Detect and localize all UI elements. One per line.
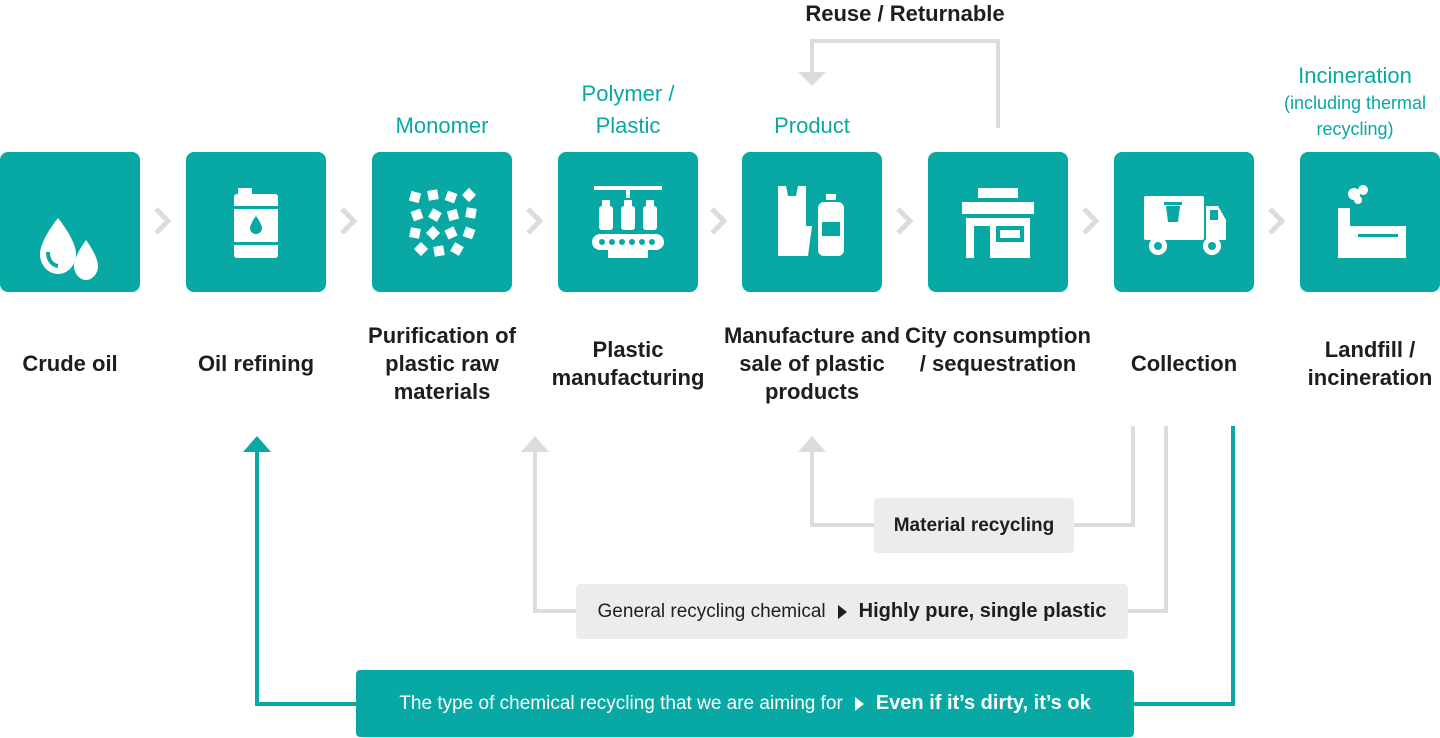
general-recycling-arrowhead bbox=[521, 436, 549, 452]
stage-box-crude-oil bbox=[0, 152, 140, 292]
reuse-loop-line bbox=[810, 39, 1000, 128]
top-label-polymer-text: Polymer / Plastic bbox=[581, 81, 675, 138]
stage-name-collection: Collection bbox=[1130, 351, 1238, 376]
aim-recycling-bold: Even if it’s dirty, it’s ok bbox=[875, 692, 1091, 714]
chevron-right-icon bbox=[1082, 207, 1100, 235]
stage-box-products bbox=[742, 152, 882, 292]
reuse-arrowhead bbox=[798, 72, 826, 86]
oil-drops-icon bbox=[40, 218, 98, 280]
stage-name-landfill: Landfill / incineration bbox=[1275, 336, 1440, 392]
play-triangle-icon bbox=[854, 696, 864, 711]
general-recycling-bold: Highly pure, single plastic bbox=[858, 600, 1107, 622]
general-recycling-prefix: General recycling chemical bbox=[597, 600, 826, 622]
top-label-incineration: Incineration bbox=[1298, 63, 1412, 88]
chevron-right-icon bbox=[896, 207, 914, 235]
chevron-right-icon bbox=[526, 207, 544, 235]
stage-name-city-consumption: City consumption / sequestration bbox=[905, 323, 1091, 376]
top-label-polymer: Polymer / Plastic bbox=[533, 78, 723, 142]
top-label-product: Product bbox=[774, 113, 850, 138]
stage-name-purification: Purification of plastic raw materials bbox=[368, 323, 516, 404]
aim-recycling-line bbox=[255, 426, 1235, 706]
stage-name-plastic-manufacturing-text: Plastic manufacturing bbox=[551, 337, 705, 390]
material-recycling-pill: Material recycling bbox=[874, 498, 1074, 553]
stage-box-collection bbox=[1114, 152, 1254, 292]
general-recycling-pill: General recycling chemical Highly pure, … bbox=[576, 584, 1128, 639]
top-label-monomer: Monomer bbox=[395, 113, 489, 138]
monomer-pellets-icon bbox=[408, 187, 477, 257]
aim-recycling-arrowhead bbox=[243, 436, 271, 452]
oil-barrel-icon bbox=[234, 188, 278, 258]
material-recycling-arrowhead bbox=[798, 436, 826, 452]
stage-box-oil-refining bbox=[186, 152, 326, 292]
chevron-right-icon bbox=[340, 207, 358, 235]
chevron-right-icon bbox=[1268, 207, 1286, 235]
play-triangle-icon bbox=[837, 604, 847, 619]
stage-name-oil-refining: Oil refining bbox=[197, 351, 315, 376]
stage-box-plastic-manufacturing bbox=[558, 152, 698, 292]
stage-name-crude-oil: Crude oil bbox=[22, 351, 118, 376]
stage-name-products: Manufacture and sale of plastic products bbox=[723, 323, 901, 404]
reuse-returnable-label: Reuse / Returnable bbox=[805, 1, 1005, 26]
stage-name-landfill-text: Landfill / incineration bbox=[1307, 337, 1433, 390]
aim-recycling-pill: The type of chemical recycling that we a… bbox=[356, 670, 1134, 737]
plastic-products-icon bbox=[778, 186, 844, 256]
incinerator-factory-icon bbox=[1338, 185, 1406, 258]
stage-box-city-consumption bbox=[928, 152, 1068, 292]
material-recycling-label: Material recycling bbox=[893, 514, 1055, 536]
stage-box-purification bbox=[372, 152, 512, 292]
chevron-right-icon bbox=[154, 207, 172, 235]
chevron-right-icon bbox=[710, 207, 728, 235]
aim-recycling-prefix: The type of chemical recycling that we a… bbox=[399, 692, 843, 714]
store-icon bbox=[962, 188, 1034, 258]
top-label-incineration-sub: (including thermal recycling) bbox=[1283, 93, 1427, 139]
garbage-truck-icon bbox=[1144, 196, 1226, 255]
stage-box-landfill bbox=[1300, 152, 1440, 292]
bottle-conveyor-icon bbox=[592, 186, 664, 258]
stage-name-plastic-manufacturing: Plastic manufacturing bbox=[533, 336, 723, 392]
